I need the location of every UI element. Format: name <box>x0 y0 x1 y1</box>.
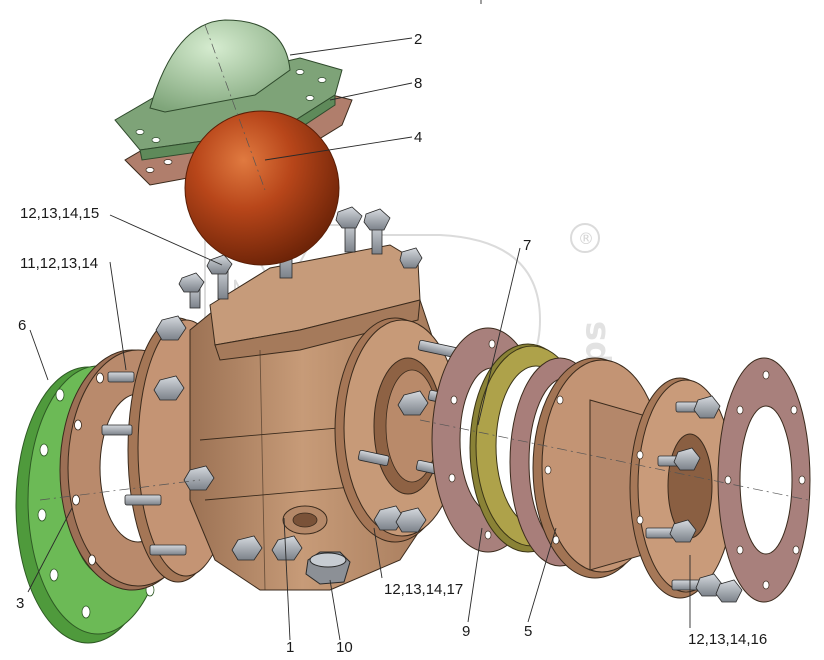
part-right-end-gasket <box>717 357 811 603</box>
label-part-7: 7 <box>523 237 531 254</box>
label-part-1: 1 <box>286 639 294 656</box>
label-part-4: 4 <box>414 129 422 146</box>
part-10-drain-plug <box>305 551 351 585</box>
bolt-set-left <box>101 315 303 561</box>
label-part-10: 10 <box>336 639 353 656</box>
centerlines <box>39 24 809 501</box>
bolt-set-right-reducer <box>645 395 765 603</box>
callout-labels: 2 8 4 12,13,14,15 7 11,12,13,14 6 3 12,1… <box>16 31 767 656</box>
part-4-ball <box>184 110 340 266</box>
watermark-registered: ® <box>578 229 594 248</box>
part-5-reducer <box>532 357 735 599</box>
label-part-9: 9 <box>462 623 470 640</box>
label-part-5: 5 <box>524 623 532 640</box>
label-part-3: 3 <box>16 595 24 612</box>
part-2-top-cover <box>114 19 343 161</box>
label-parts-12-13-14-15: 12,13,14,15 <box>20 205 99 222</box>
label-part-8: 8 <box>414 75 422 92</box>
label-parts-11-12-13-14: 11,12,13,14 <box>20 255 98 272</box>
label-parts-12-13-14-16: 12,13,14,16 <box>688 631 767 648</box>
leader-lines <box>27 37 691 641</box>
label-parts-12-13-14-17: 12,13,14,17 <box>384 581 463 598</box>
watermark-registered-circle <box>570 223 600 253</box>
label-part-2: 2 <box>414 31 422 48</box>
part-1-valve-body <box>127 244 461 591</box>
label-part-6: 6 <box>18 317 26 334</box>
